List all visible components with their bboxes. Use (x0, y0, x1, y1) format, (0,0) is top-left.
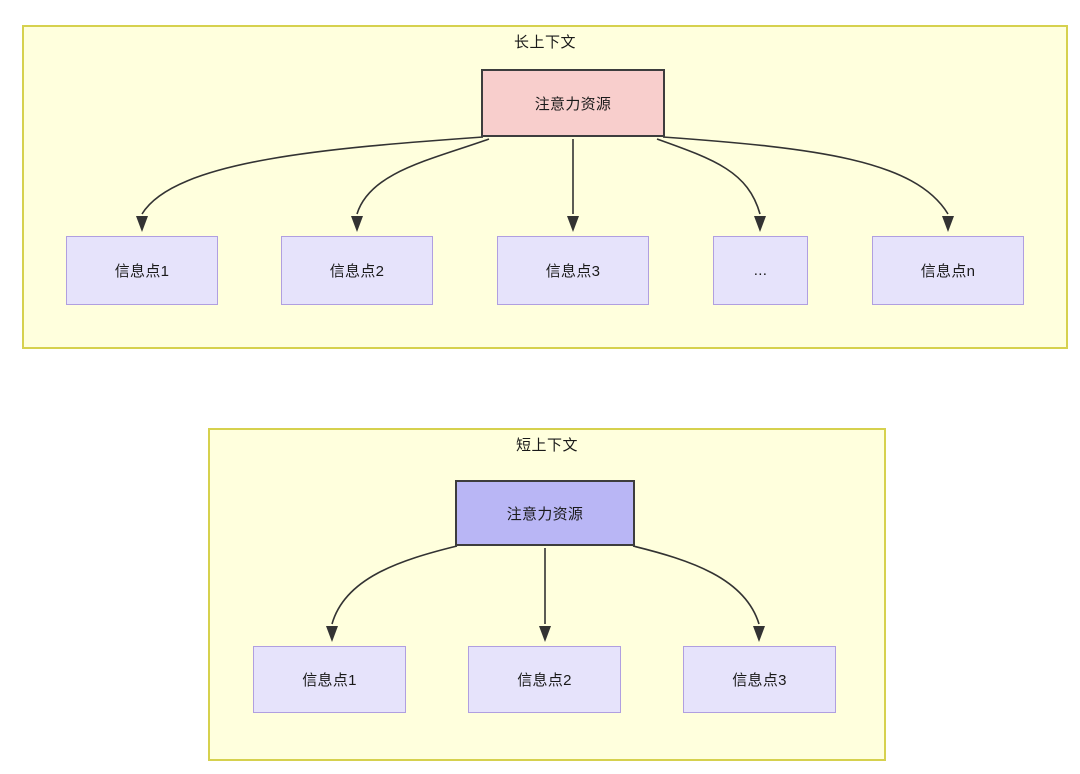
node-info-point-1-short-label: 信息点1 (302, 672, 357, 689)
node-info-point-3-long[interactable]: 信息点3 (497, 236, 649, 305)
node-info-point-3-short-label: 信息点3 (732, 672, 787, 689)
node-info-point-2-long-label: 信息点2 (329, 263, 385, 280)
node-info-point-2-long[interactable]: 信息点2 (281, 236, 433, 305)
panel-long-context-title: 长上下文 (513, 34, 576, 51)
panel-short-context-title: 短上下文 (515, 437, 578, 454)
node-info-point-1-short[interactable]: 信息点1 (253, 646, 406, 713)
node-info-point-2-short-label: 信息点2 (517, 672, 572, 689)
node-info-point-1-long[interactable]: 信息点1 (66, 236, 218, 305)
node-attention-resource-short[interactable]: 注意力资源 (455, 480, 635, 546)
node-info-point-3-short[interactable]: 信息点3 (683, 646, 836, 713)
node-info-point-1-long-label: 信息点1 (114, 263, 170, 280)
node-attention-resource-short-label: 注意力资源 (506, 505, 584, 523)
node-info-point-ellipsis-long-label: ... (753, 262, 768, 279)
node-attention-resource-long[interactable]: 注意力资源 (481, 69, 665, 137)
node-info-point-ellipsis-long[interactable]: ... (713, 236, 808, 305)
node-info-point-3-long-label: 信息点3 (545, 263, 601, 280)
node-info-point-2-short[interactable]: 信息点2 (468, 646, 621, 713)
node-info-point-n-long-label: 信息点n (920, 263, 976, 280)
node-info-point-n-long[interactable]: 信息点n (872, 236, 1024, 305)
node-attention-resource-long-label: 注意力资源 (534, 95, 612, 113)
